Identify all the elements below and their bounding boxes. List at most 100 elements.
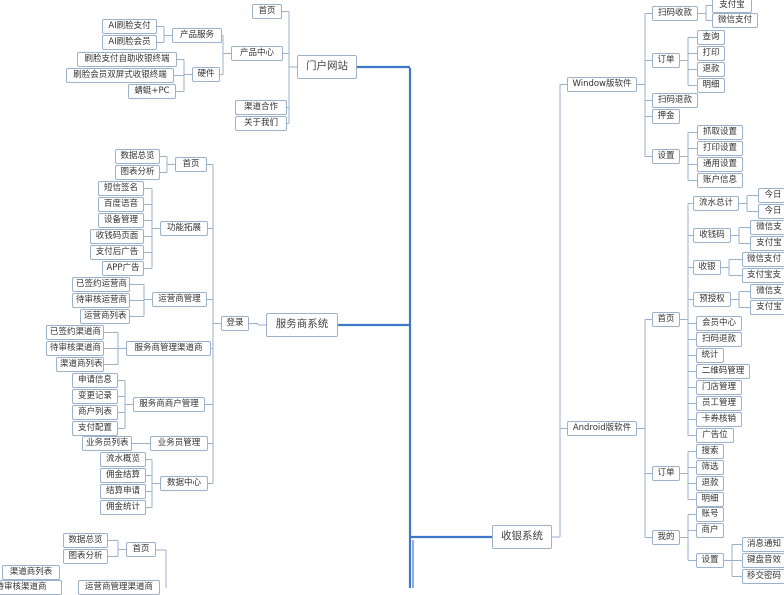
node-change-record[interactable]: 变更记录 xyxy=(72,389,118,404)
node-bottom-chart-analysis[interactable]: 图表分析 xyxy=(63,549,108,564)
node-sp-chart-analysis[interactable]: 图表分析 xyxy=(115,165,160,180)
node-op-pending[interactable]: 待审核运营商 xyxy=(72,293,130,308)
node-ai-face-member[interactable]: AI刷脸会员 xyxy=(102,35,157,50)
node-merchant-list[interactable]: 商户列表 xyxy=(72,405,118,420)
node-after-pay-ad[interactable]: 支付后广告 xyxy=(90,245,144,260)
node-refund[interactable]: 退款 xyxy=(697,62,725,77)
node-hw-member-terminal[interactable]: 刷脸会员双屏式收银终端 xyxy=(66,68,174,83)
node-apply-info[interactable]: 申请信息 xyxy=(72,373,118,388)
node-qr-mgmt[interactable]: 二维码管理 xyxy=(696,364,750,379)
node-sp-data-overview[interactable]: 数据总览 xyxy=(115,149,160,164)
node-bottom-home[interactable]: 首页 xyxy=(126,542,156,557)
node-sp-merchant-mgmt[interactable]: 服务商商户管理 xyxy=(133,397,205,412)
node-cashier-page[interactable]: 收钱码页面 xyxy=(90,229,144,244)
node-portal-home[interactable]: 首页 xyxy=(252,4,282,19)
node-staff-mgmt[interactable]: 员工管理 xyxy=(696,396,742,411)
node-alipay-1[interactable]: 支付宝 xyxy=(750,236,784,251)
node-op-list[interactable]: 运营商列表 xyxy=(80,309,130,324)
node-settings[interactable]: 设置 xyxy=(652,149,680,164)
node-print[interactable]: 打印 xyxy=(697,46,725,61)
node-op-mgmt[interactable]: 运营商管理 xyxy=(152,292,207,307)
node-keyboard-sound[interactable]: 键盘音效 xyxy=(742,553,784,568)
node-bottom-data-overview[interactable]: 数据总览 xyxy=(63,533,108,548)
node-hw-face-terminal[interactable]: 刷脸支付自助收银终端 xyxy=(77,52,177,67)
node-alipay-pay-2[interactable]: 支付宝支 xyxy=(742,268,784,283)
node-commission-settle[interactable]: 佣金结算 xyxy=(100,468,146,483)
node-about-us[interactable]: 关于我们 xyxy=(235,116,287,131)
node-merchant[interactable]: 商户 xyxy=(696,523,724,538)
node-cashier-system[interactable]: 收银系统 xyxy=(492,525,552,549)
node-sales-list[interactable]: 业务员列表 xyxy=(82,436,132,451)
node-sales-mgmt[interactable]: 业务员管理 xyxy=(150,436,208,451)
node-a-detail[interactable]: 明细 xyxy=(696,492,724,507)
node-hw-pc[interactable]: 蜻蜓+PC xyxy=(128,84,176,99)
node-flow-overview[interactable]: 流水概览 xyxy=(100,452,146,467)
node-account-no[interactable]: 账号 xyxy=(696,507,724,522)
node-sp-home[interactable]: 首页 xyxy=(175,157,207,172)
node-settle-apply[interactable]: 结算申请 xyxy=(100,484,146,499)
node-login[interactable]: 登录 xyxy=(221,316,249,331)
node-scan-collect[interactable]: 扫码收款 xyxy=(652,6,698,21)
node-collect-code[interactable]: 收钱码 xyxy=(693,228,731,243)
node-member-center[interactable]: 会员中心 xyxy=(696,316,742,331)
node-stats[interactable]: 统计 xyxy=(696,348,724,363)
node-scan-refund[interactable]: 扫码退款 xyxy=(652,93,698,108)
node-a-refund[interactable]: 退款 xyxy=(696,476,724,491)
node-bottom-ch-list[interactable]: 渠道商列表 xyxy=(2,565,60,580)
node-store-mgmt[interactable]: 门店管理 xyxy=(696,380,742,395)
node-wechat-3[interactable]: 微信支 xyxy=(750,284,784,299)
node-msg-notify[interactable]: 消息通知 xyxy=(742,537,784,552)
node-preauth[interactable]: 预授权 xyxy=(693,292,731,307)
node-coupon-verify[interactable]: 卡券核销 xyxy=(696,412,742,427)
node-ch-list[interactable]: 渠道商列表 xyxy=(56,357,104,372)
node-receipt-printer[interactable]: 移交密码 xyxy=(742,569,784,584)
node-op-signed[interactable]: 已签约运营商 xyxy=(72,277,130,292)
node-today-1[interactable]: 今日 xyxy=(758,188,784,203)
node-general-settings[interactable]: 通用设置 xyxy=(697,157,743,172)
node-ch-signed[interactable]: 已签约渠道商 xyxy=(46,325,104,340)
node-func-ext[interactable]: 功能拓展 xyxy=(160,221,208,236)
node-search[interactable]: 搜索 xyxy=(696,444,724,459)
node-deposit[interactable]: 押金 xyxy=(652,109,680,124)
node-mine[interactable]: 我的 xyxy=(652,530,680,545)
node-android[interactable]: Android版软件 xyxy=(567,421,637,436)
node-cashier[interactable]: 收银 xyxy=(693,260,721,275)
node-wechat-pay-2[interactable]: 微信支付 xyxy=(742,252,784,267)
node-print-settings[interactable]: 打印设置 xyxy=(697,141,743,156)
node-sms-sign[interactable]: 短信签名 xyxy=(98,181,144,196)
node-pay-config[interactable]: 支付配置 xyxy=(72,421,118,436)
node-a-order[interactable]: 订单 xyxy=(652,466,680,481)
node-filter[interactable]: 筛选 xyxy=(696,460,724,475)
node-a-settings[interactable]: 设置 xyxy=(696,553,724,568)
node-wechat-pay[interactable]: 微信支付 xyxy=(712,13,758,28)
node-a-home[interactable]: 首页 xyxy=(652,312,680,327)
node-ch-pending[interactable]: 待审核渠道商 xyxy=(46,341,104,356)
node-baidu-voice[interactable]: 百度语音 xyxy=(98,197,144,212)
node-sp-channel-mgmt[interactable]: 服务商管理渠道商 xyxy=(126,341,211,356)
node-cashier-settings[interactable]: 抓取设置 xyxy=(697,125,743,140)
node-windows[interactable]: Window版软件 xyxy=(567,77,637,92)
node-commission-stats[interactable]: 佣金统计 xyxy=(100,500,146,515)
node-device-mgmt[interactable]: 设备管理 xyxy=(98,213,144,228)
node-data-center[interactable]: 数据中心 xyxy=(160,476,208,491)
node-app-ad[interactable]: APP广告 xyxy=(102,261,144,276)
node-ad-slot[interactable]: 广告位 xyxy=(696,428,734,443)
node-product-service[interactable]: 产品服务 xyxy=(172,28,222,43)
node-channel-coop[interactable]: 渠道合作 xyxy=(235,100,287,115)
node-ai-face-pay[interactable]: AI刷脸支付 xyxy=(102,19,157,34)
node-flow-total[interactable]: 流水总计 xyxy=(693,196,739,211)
node-hardware[interactable]: 硬件 xyxy=(192,67,220,82)
node-query[interactable]: 查询 xyxy=(697,30,725,45)
node-provider[interactable]: 服务商系统 xyxy=(266,313,338,337)
node-today-2[interactable]: 今日 xyxy=(758,204,784,219)
node-portal[interactable]: 门户网站 xyxy=(297,55,357,79)
node-detail[interactable]: 明细 xyxy=(697,78,725,93)
node-scan-refund-2[interactable]: 扫码退款 xyxy=(696,332,742,347)
node-product-center[interactable]: 产品中心 xyxy=(231,46,283,61)
node-account-info[interactable]: 账户信息 xyxy=(697,173,743,188)
node-alipay-3[interactable]: 支付宝 xyxy=(750,300,784,315)
node-wechat-1[interactable]: 微信支 xyxy=(750,220,784,235)
node-alipay[interactable]: 支付宝 xyxy=(712,0,752,13)
node-order[interactable]: 订单 xyxy=(652,53,680,68)
